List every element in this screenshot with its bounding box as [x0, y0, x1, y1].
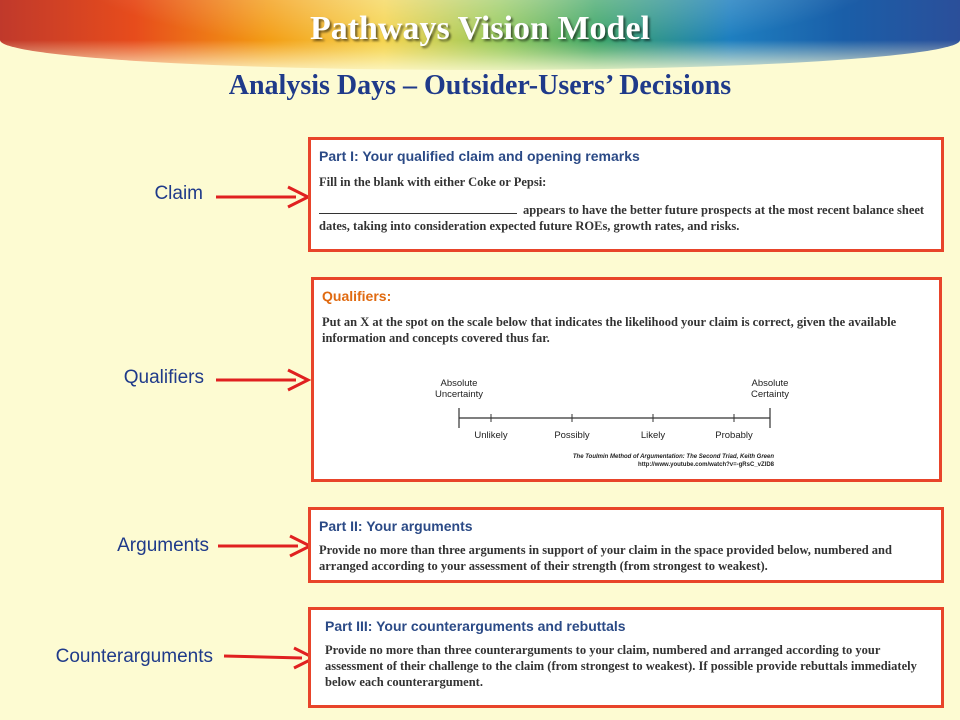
- part2-text: Provide no more than three arguments in …: [319, 543, 892, 573]
- qualifiers-instruction: Put an X at the spot on the scale below …: [322, 315, 897, 345]
- claim-blank[interactable]: [319, 213, 517, 214]
- label-counterarguments: Counterarguments: [55, 646, 213, 667]
- part2-box: Part II: Your arguments Provide no more …: [308, 507, 944, 583]
- likelihood-scale: Absolute Uncertainty Absolute Certainty …: [435, 378, 789, 468]
- scale-citation-2: http://www.youtube.com/watch?v=-gRsC_vZl…: [638, 462, 775, 468]
- scale-citation-1: The Toulmin Method of Argumentation: The…: [573, 454, 774, 460]
- part1-box: Part I: Your qualified claim and opening…: [308, 137, 944, 252]
- scale-tick-label: Likely: [641, 430, 666, 441]
- scale-right-label-1: Absolute: [752, 378, 789, 389]
- part1-title: Part I: Your qualified claim and opening…: [319, 148, 640, 164]
- scale-right-label-2: Certainty: [751, 389, 789, 400]
- qualifiers-title: Qualifiers:: [322, 288, 392, 304]
- part3-title: Part III: Your counterarguments and rebu…: [325, 618, 626, 634]
- banner-fade: [0, 40, 960, 80]
- arrow-qualifiers-icon: [216, 368, 312, 392]
- part1-instruction: Fill in the blank with either Coke or Pe…: [319, 175, 547, 189]
- arrow-counterarguments-icon: [223, 646, 318, 670]
- scale-tick-label: Unlikely: [474, 430, 508, 441]
- arrow-arguments-icon: [218, 534, 314, 558]
- scale-left-label-2: Uncertainty: [435, 389, 483, 400]
- part1-sentence-b: dates, taking into consideration expecte…: [319, 219, 740, 233]
- part3-box: Part III: Your counterarguments and rebu…: [308, 607, 944, 708]
- arrow-claim-icon: [216, 185, 312, 209]
- slide-title: Pathways Vision Model: [309, 10, 651, 47]
- qualifiers-box: Qualifiers: Put an X at the spot on the …: [311, 277, 942, 482]
- slide-subtitle: Analysis Days – Outsider-Users’ Decision…: [228, 70, 732, 101]
- scale-tick-label: Possibly: [554, 430, 590, 441]
- label-arguments: Arguments: [117, 535, 209, 556]
- scale-left-label-1: Absolute: [441, 378, 478, 389]
- scale-tick-label: Probably: [715, 430, 753, 441]
- label-qualifiers: Qualifiers: [123, 367, 204, 388]
- part3-text: Provide no more than three counterargume…: [325, 643, 917, 689]
- part2-title: Part II: Your arguments: [319, 518, 473, 534]
- label-claim: Claim: [154, 183, 203, 204]
- part1-sentence: appears to have the better future prospe…: [319, 202, 933, 234]
- part1-sentence-a: appears to have the better future prospe…: [523, 203, 925, 217]
